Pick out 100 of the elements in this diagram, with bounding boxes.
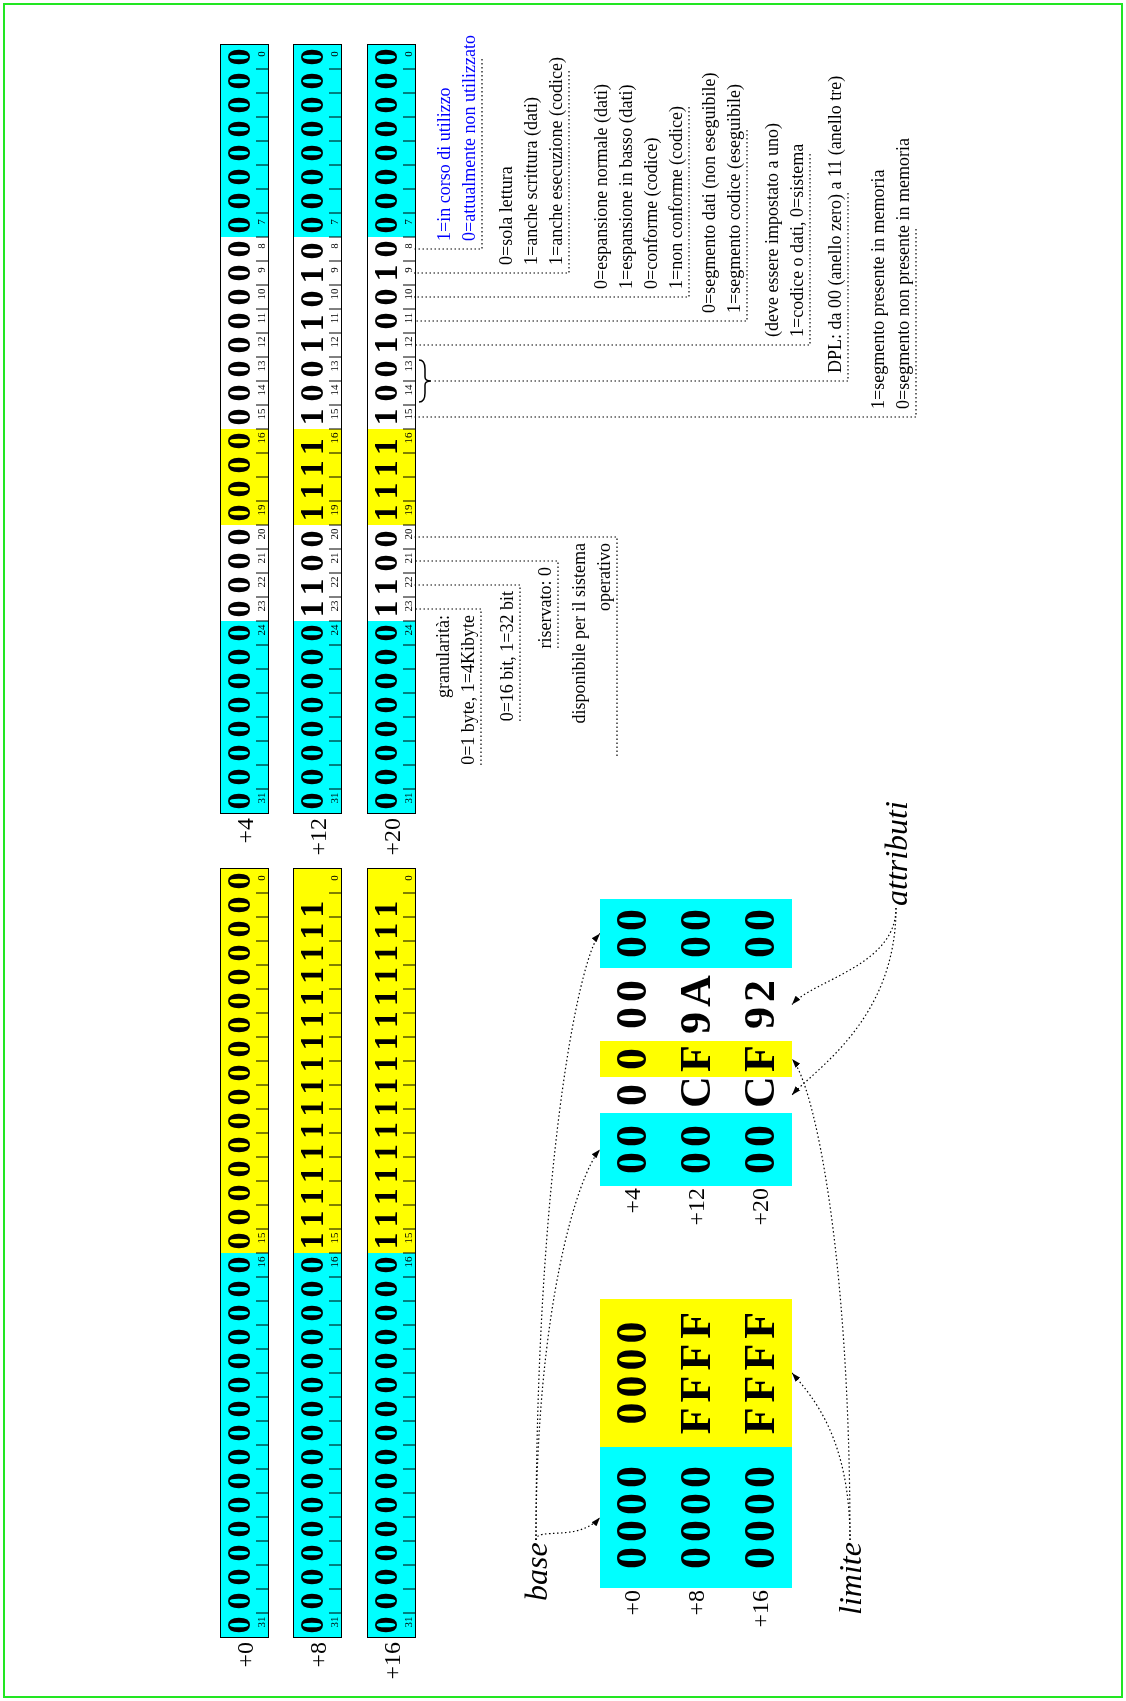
bit-field (221, 621, 268, 813)
bit-number: 11 (328, 311, 340, 326)
bit-values: 1111111111111111 (367, 893, 405, 1252)
annotation-text: 1=segmento presente in memoria (867, 168, 889, 409)
hex-digits: F (670, 1041, 721, 1074)
bit-values: 1111 (367, 431, 405, 524)
hex-digits: 0 (606, 1042, 657, 1072)
bit-number: 15 (255, 1231, 267, 1246)
bit-field (294, 621, 341, 813)
bit-field (221, 45, 268, 237)
register-bar (367, 868, 416, 1638)
bit-number: 11 (255, 311, 267, 326)
offset-label: +12 (682, 1188, 710, 1226)
bit-field (368, 45, 415, 237)
register-bar (367, 44, 416, 814)
bit-number: 21 (255, 551, 267, 566)
bit-number: 15 (402, 407, 414, 422)
bit-field (294, 869, 341, 1253)
hex-digits: FFFF (670, 1305, 721, 1437)
bit-number: 16 (328, 431, 340, 446)
bit-field (368, 869, 415, 1253)
offset-label: +20 (377, 818, 406, 856)
bit-number: 0 (328, 50, 340, 59)
hex-digits: F (734, 1041, 785, 1074)
hex-digits: 00 (606, 1119, 657, 1176)
hex-digits: C (670, 1077, 721, 1110)
annotation-text: 0=segmento non presente in memoria (892, 137, 914, 409)
leader-line (413, 560, 559, 649)
bit-values: 10010010 (367, 233, 405, 428)
bit-number: 12 (255, 335, 267, 350)
bit-field (368, 429, 415, 525)
annotation-text: disponibile per il sistema operativo (568, 543, 615, 726)
bit-number: 15 (328, 407, 340, 422)
bit-number: 31 (328, 791, 340, 806)
callout-text: attributi (878, 801, 914, 906)
bit-number: 16 (402, 1255, 414, 1270)
curly-brace (418, 359, 432, 403)
hex-digits: 9A (670, 969, 721, 1036)
bit-number: 10 (255, 287, 267, 302)
bit-values: 0000000000000000 (293, 1249, 331, 1636)
annotation-text: (deve essere impostato a uno) (761, 123, 783, 337)
bit-number: 20 (402, 527, 414, 542)
bit-field (294, 45, 341, 237)
bit-values: 00000000 (220, 233, 258, 428)
bit-values: 0000 (220, 425, 258, 524)
bit-number: 16 (402, 431, 414, 446)
annotation-text: 0=sola lettura (495, 165, 517, 265)
hex-digits: 0000 (734, 1460, 785, 1571)
bit-field (294, 1253, 341, 1637)
bit-field (368, 1253, 415, 1637)
bit-number: 13 (255, 359, 267, 374)
annotation-text: 0=conforme (codice) (640, 136, 662, 289)
bit-number: 15 (255, 407, 267, 422)
bit-values: 1100 (293, 523, 331, 620)
bit-values: 0000000000000000 (220, 1249, 258, 1636)
offset-label: +8 (303, 1642, 332, 1668)
bit-number: 21 (402, 551, 414, 566)
bit-number: 23 (328, 599, 340, 614)
bit-field (368, 621, 415, 813)
bit-number: 24 (402, 623, 414, 638)
bit-number: 12 (328, 335, 340, 350)
offset-label: +0 (230, 1642, 259, 1668)
bit-field (221, 429, 268, 525)
bit-values: 00000000 (220, 41, 258, 236)
offset-label: +8 (682, 1590, 710, 1616)
bit-number: 10 (402, 287, 414, 302)
bit-number: 31 (255, 791, 267, 806)
hex-digits: 00 (606, 903, 657, 960)
offset-label: +16 (377, 1642, 406, 1680)
bit-number: 0 (402, 50, 414, 59)
bit-number: 7 (402, 218, 414, 227)
bit-number: 8 (402, 242, 414, 251)
annotation-text: 1=codice o dati, 0=sistema (786, 142, 808, 337)
hex-digits: 92 (734, 974, 785, 1031)
annotation-text: 1=in corso di utilizzo (433, 86, 455, 241)
annotation-text: 1=anche esecuzione (codice) (545, 56, 567, 265)
bit-number: 10 (328, 287, 340, 302)
bit-values: 00000000 (293, 617, 331, 812)
hex-field (600, 1447, 792, 1588)
bit-number: 23 (255, 599, 267, 614)
leader-line (413, 70, 570, 274)
bit-number: 0 (255, 874, 267, 883)
hex-field (600, 1113, 792, 1186)
annotation-text: 0=segmento dati (non eseguibile) (698, 72, 720, 313)
bit-values: 00000000 (367, 617, 405, 812)
bit-number: 14 (328, 383, 340, 398)
hex-digits: 00 (606, 974, 657, 1031)
hex-digits: 00 (734, 1119, 785, 1176)
annotation-text: 1=anche scrittura (dati) (520, 95, 542, 265)
bit-field (221, 1253, 268, 1637)
register-bar (293, 868, 342, 1638)
bit-values: 00000000 (220, 617, 258, 812)
hex-digits: 0 (606, 1078, 657, 1108)
hex-digits: FFFF (734, 1305, 785, 1437)
hex-digits: 00 (670, 903, 721, 960)
bit-values: 00000000 (367, 41, 405, 236)
bit-number: 7 (255, 218, 267, 227)
bit-number: 14 (255, 383, 267, 398)
bit-number: 0 (402, 874, 414, 883)
bit-field (294, 429, 341, 525)
